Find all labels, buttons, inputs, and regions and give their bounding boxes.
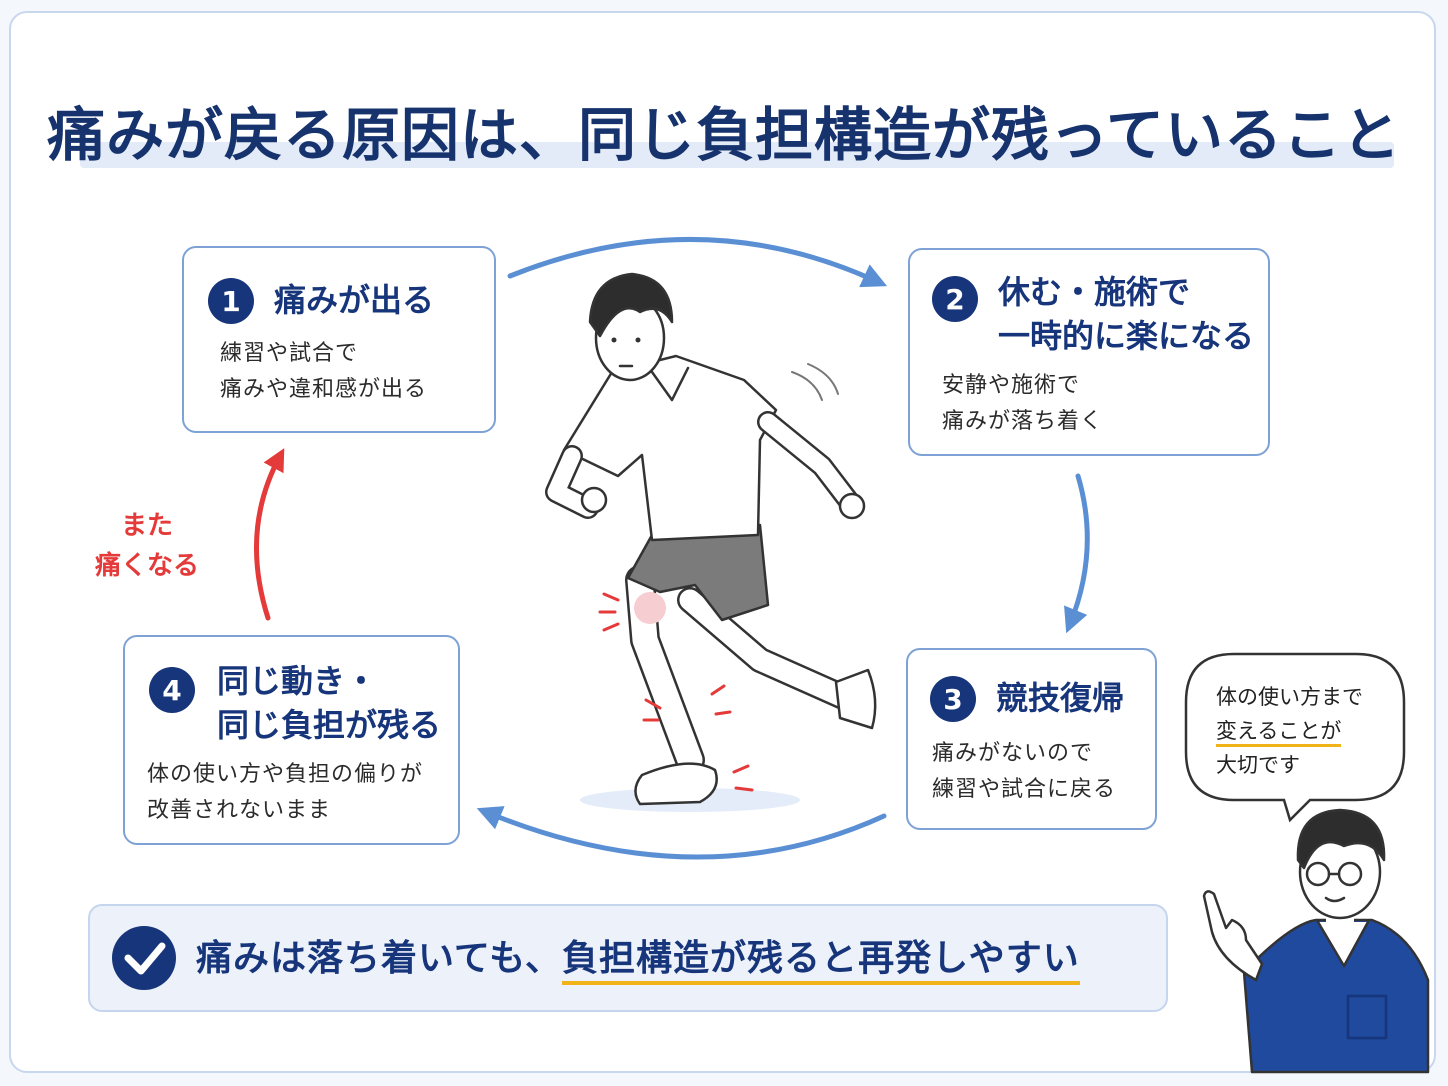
- speech-bubble-highlight: 変えることが: [1216, 719, 1342, 747]
- arrow-step4-to-step1: [253, 448, 285, 621]
- pain-marks: [598, 592, 754, 792]
- title-underline-band: [80, 142, 1394, 168]
- step-3-box: 3 競技復帰 痛みがないので 練習や試合に戻る: [906, 648, 1157, 830]
- arrow-step2-to-step3: [1064, 473, 1090, 634]
- arrow-step1-to-step2: [507, 237, 888, 288]
- recurrence-label: また 痛くなる: [94, 511, 199, 581]
- arrow-step3-to-step4: [476, 806, 887, 860]
- doctor-illustration: [1202, 808, 1430, 1074]
- runner-illustration: [545, 272, 877, 812]
- step-3-title: 競技復帰: [996, 679, 1125, 717]
- step-2-title: 休む・施術で 一時的に楽になる: [998, 273, 1255, 355]
- step-4-title: 同じ動き・ 同じ負担が残る: [217, 662, 442, 744]
- page-title: 痛みが戻る原因は、同じ負担構造が残っていること: [46, 101, 1402, 169]
- step-1-description: 練習や試合で 痛みや違和感が出る: [220, 341, 428, 402]
- step-1-title: 痛みが出る: [274, 281, 435, 319]
- step-3-number-badge: 3: [930, 676, 976, 722]
- step-4-number-badge: 4: [149, 667, 195, 713]
- summary-text: 痛みは落ち着いても、負担構造が残ると再発しやすい: [196, 932, 1080, 986]
- step-2-number-badge: 2: [932, 276, 978, 322]
- summary-bar: [88, 904, 1168, 1012]
- summary-highlight: 負担構造が残ると: [562, 938, 859, 985]
- step-4-box: 4 同じ動き・ 同じ負担が残る 体の使い方や負担の偏りが 改善されないまま: [123, 635, 460, 845]
- step-3-description: 痛みがないので 練習や試合に戻る: [932, 741, 1117, 802]
- step-2-description: 安静や施術で 痛みが落ち着く: [942, 373, 1104, 434]
- speech-bubble-text: 体の使い方まで 変えることが 大切です: [1216, 685, 1363, 777]
- step-4-description: 体の使い方や負担の偏りが 改善されないまま: [147, 762, 424, 823]
- speech-bubble: [1184, 652, 1406, 823]
- step-1-number-badge: 1: [208, 278, 254, 324]
- step-2-box: 2 休む・施術で 一時的に楽になる 安静や施術で 痛みが落ち着く: [908, 248, 1270, 456]
- check-circle-icon: [112, 926, 176, 990]
- step-1-box: 1 痛みが出る 練習や試合で 痛みや違和感が出る: [182, 246, 496, 433]
